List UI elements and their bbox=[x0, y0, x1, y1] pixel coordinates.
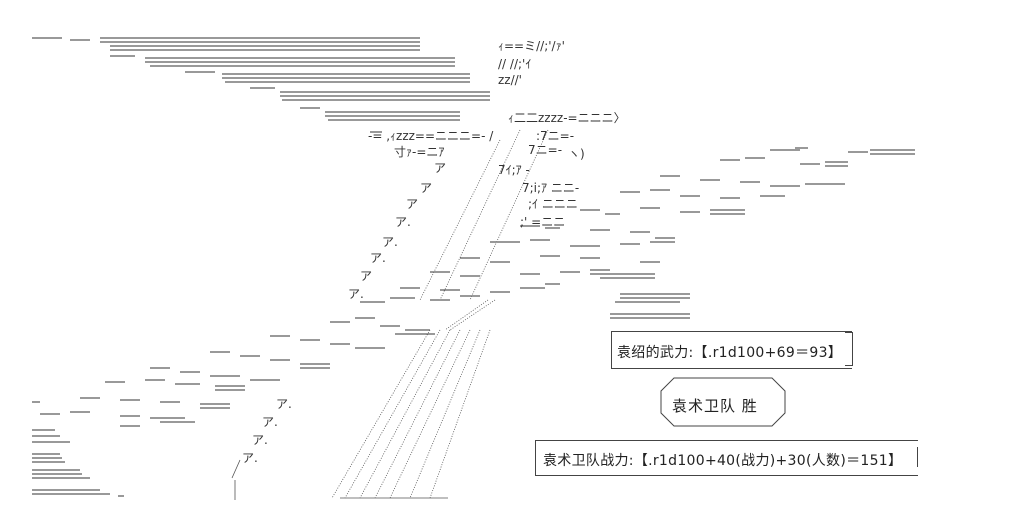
winner-text: 袁术卫队 胜 bbox=[672, 397, 758, 415]
spear-dashes bbox=[32, 37, 915, 497]
power-result-text: 袁术卫队战力:【.r1d100+40(战力)+30(人数)＝151】 bbox=[543, 453, 903, 469]
svg-text:ア.: ア. bbox=[242, 451, 258, 465]
svg-text:ア.: ア. bbox=[370, 251, 386, 265]
power-result-box bbox=[535, 440, 918, 476]
art-shout-3: zz//' bbox=[498, 73, 522, 87]
svg-text:7;i;ｱ ニニ-: 7;i;ｱ ニニ- bbox=[522, 181, 579, 195]
svg-text:ア.: ア. bbox=[348, 287, 364, 301]
svg-text:ア: ア bbox=[406, 197, 418, 211]
art-zzzz: ｨ二二zzzz-=ニニニ〉 bbox=[508, 111, 626, 125]
art-shout-top: ｨ==ミ//;'/ｧ' bbox=[498, 39, 565, 53]
art-shout-2: // //;'ｲ bbox=[498, 57, 531, 71]
spear-shaft-hatching bbox=[231, 129, 549, 500]
svg-text:ア: ア bbox=[420, 181, 432, 195]
winner-octagon bbox=[660, 377, 786, 427]
roll-result-box bbox=[611, 331, 853, 369]
svg-text::7ニ=-: :7ニ=- bbox=[536, 129, 574, 143]
svg-text:ア.: ア. bbox=[262, 415, 278, 429]
svg-text:ア.: ア. bbox=[382, 235, 398, 249]
roll-result-text: 袁绍的武力:【.r1d100+69＝93】 bbox=[617, 345, 843, 361]
svg-text:ア.: ア. bbox=[252, 433, 268, 447]
art-tsu: 寸ｧ-=ニｱ bbox=[394, 145, 444, 159]
katakana-strokes: ア ア ア ア. ア. ア. ア ア. ア. ア. ア. ア. 7ｲ;ｱ - 7… bbox=[242, 129, 585, 465]
svg-text:;ｲ ニニニ: ;ｲ ニニニ bbox=[528, 197, 578, 211]
svg-text:ア: ア bbox=[360, 269, 372, 283]
svg-text:ア.: ア. bbox=[276, 397, 292, 411]
svg-text:ア.: ア. bbox=[395, 215, 411, 229]
svg-text:7ｲ;ｱ -: 7ｲ;ｱ - bbox=[498, 163, 530, 177]
art-zzzz-left: -= ,ｨzzz==ニニニ=- / bbox=[368, 129, 494, 143]
svg-text:ヽ): ヽ) bbox=[568, 147, 585, 161]
svg-text:;' =ニニ: ;' =ニニ bbox=[520, 215, 565, 229]
svg-text:ア: ア bbox=[434, 161, 446, 175]
svg-text:7ニ=-: 7ニ=- bbox=[528, 143, 562, 157]
